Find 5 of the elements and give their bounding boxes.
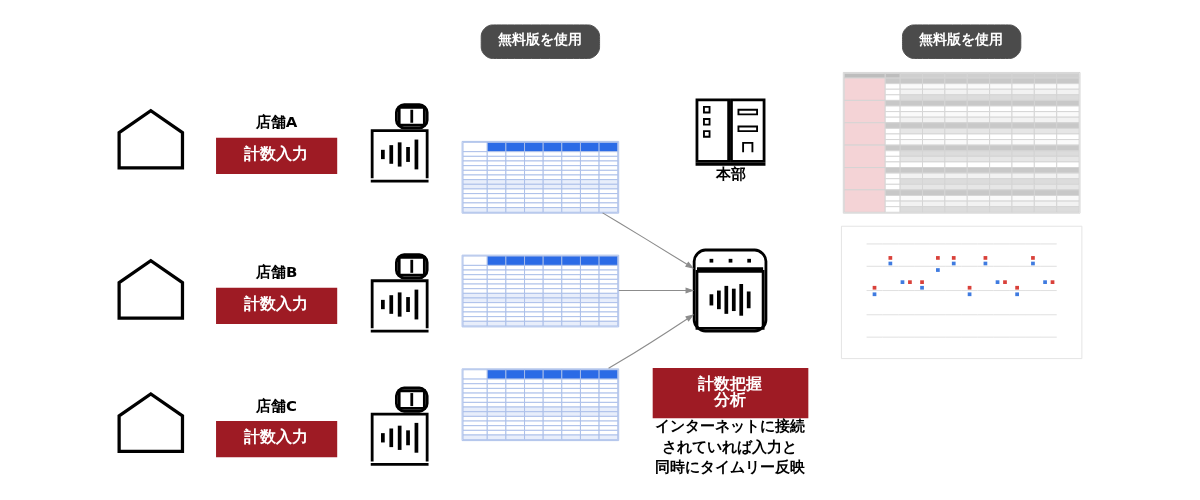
- node-label: 本部: [715, 164, 746, 183]
- node-label: インターネットに接続されていれば入力と同時にタイムリー反映: [654, 417, 805, 477]
- node-label: 店舗A: [255, 113, 297, 132]
- node-label: 店舗B: [255, 263, 297, 282]
- node-label: 店舗C: [255, 396, 297, 415]
